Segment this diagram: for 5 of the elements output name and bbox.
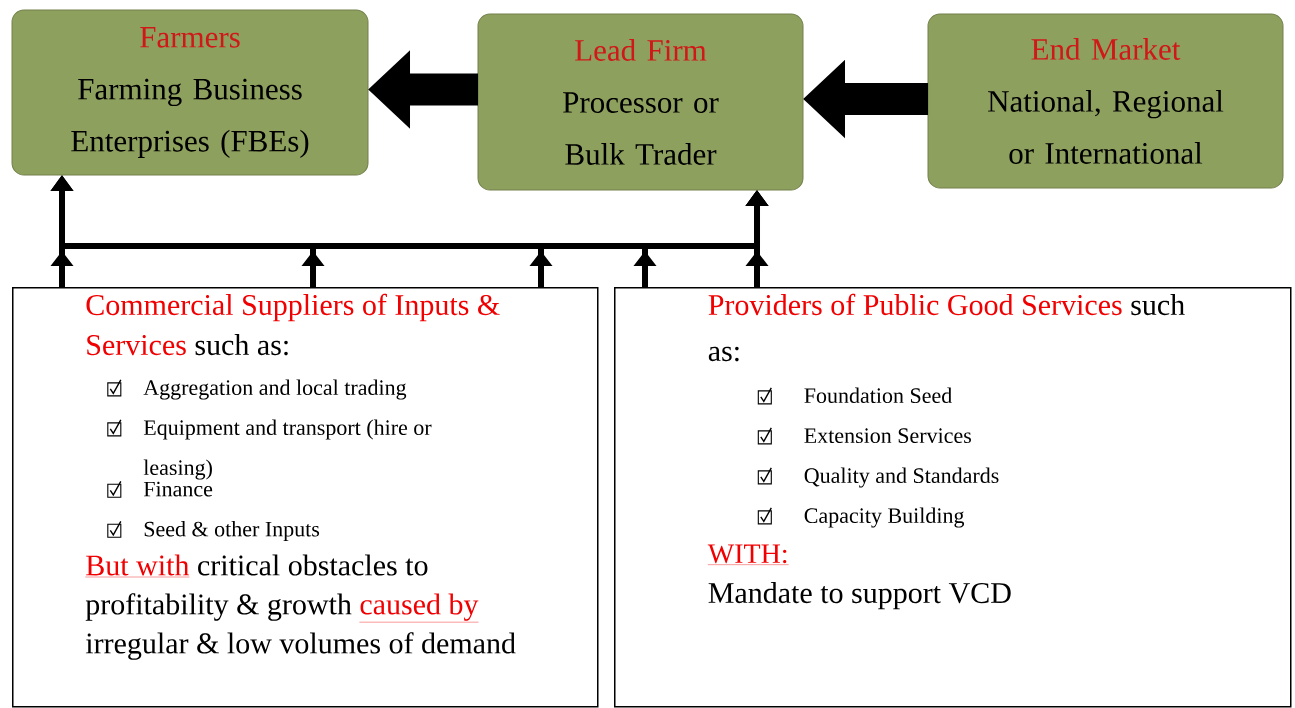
process-box: Lead Firm Processor or Bulk Trader <box>477 13 804 191</box>
process-box: End Market National, Regional or International <box>927 13 1284 189</box>
text-box: Providers of Public Good Services such as: Foundation Seed Extension Services Quality and Standards Capacity Building WITH: Mandate to support VCD <box>614 287 1292 708</box>
process-box: Farmers Farming Business Enterprises (FBEs) <box>11 9 369 176</box>
text-box: Commercial Suppliers of Inputs & Services such as: Aggregation and local trading Equipment and transport (hire or leasing) Finance Seed & other Inputs But with critical obstacles to profitability & growth caused by irregular & low volumes of demand <box>12 287 599 708</box>
